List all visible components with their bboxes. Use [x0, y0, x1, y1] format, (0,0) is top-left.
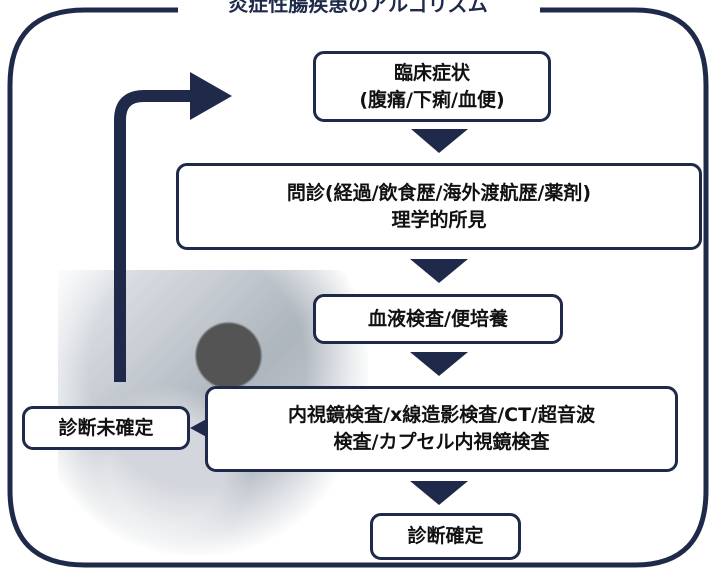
feedback-arrow-head: [190, 72, 232, 120]
endoscopy-box: 内視鏡検査/x線造影検査/CT/超音波 検査/カプセル内視鏡検査: [205, 386, 678, 472]
undetermined-box: 診断未確定: [22, 406, 190, 450]
confirmed-box: 診断確定: [370, 513, 521, 560]
down-arrow-4: [410, 481, 468, 505]
physical-findings-label: 理学的所見: [391, 208, 487, 231]
blood-test-label: 血液検査/便培養: [368, 307, 508, 330]
undetermined-label: 診断未確定: [58, 416, 154, 439]
clinical-symptoms-box: 臨床症状 (腹痛/下痢/血便): [313, 51, 551, 122]
diagram-title: 炎症性腸疾患のアルゴリズム: [178, 0, 538, 19]
clinical-symptoms-label: 臨床症状: [393, 61, 470, 84]
endoscopy-label: 内視鏡検査/x線造影検査/CT/超音波: [288, 404, 595, 426]
outer-frame: [7, 7, 709, 568]
history-box: 問診(経過/飲食歴/海外渡航歴/薬剤) 理学的所見: [176, 163, 702, 250]
history-label: 問診(経過/飲食歴/海外渡航歴/薬剤): [286, 181, 592, 204]
down-arrow-2: [410, 259, 468, 283]
down-arrow-3: [410, 352, 468, 376]
feedback-arrow-line: [114, 90, 192, 382]
endoscopy-detail: 検査/カプセル内視鏡検査: [333, 431, 550, 453]
confirmed-label: 診断確定: [407, 525, 484, 547]
blood-test-box: 血液検査/便培養: [313, 294, 563, 344]
clinical-symptoms-detail: (腹痛/下痢/血便): [359, 88, 505, 111]
down-arrow-1: [411, 129, 468, 153]
